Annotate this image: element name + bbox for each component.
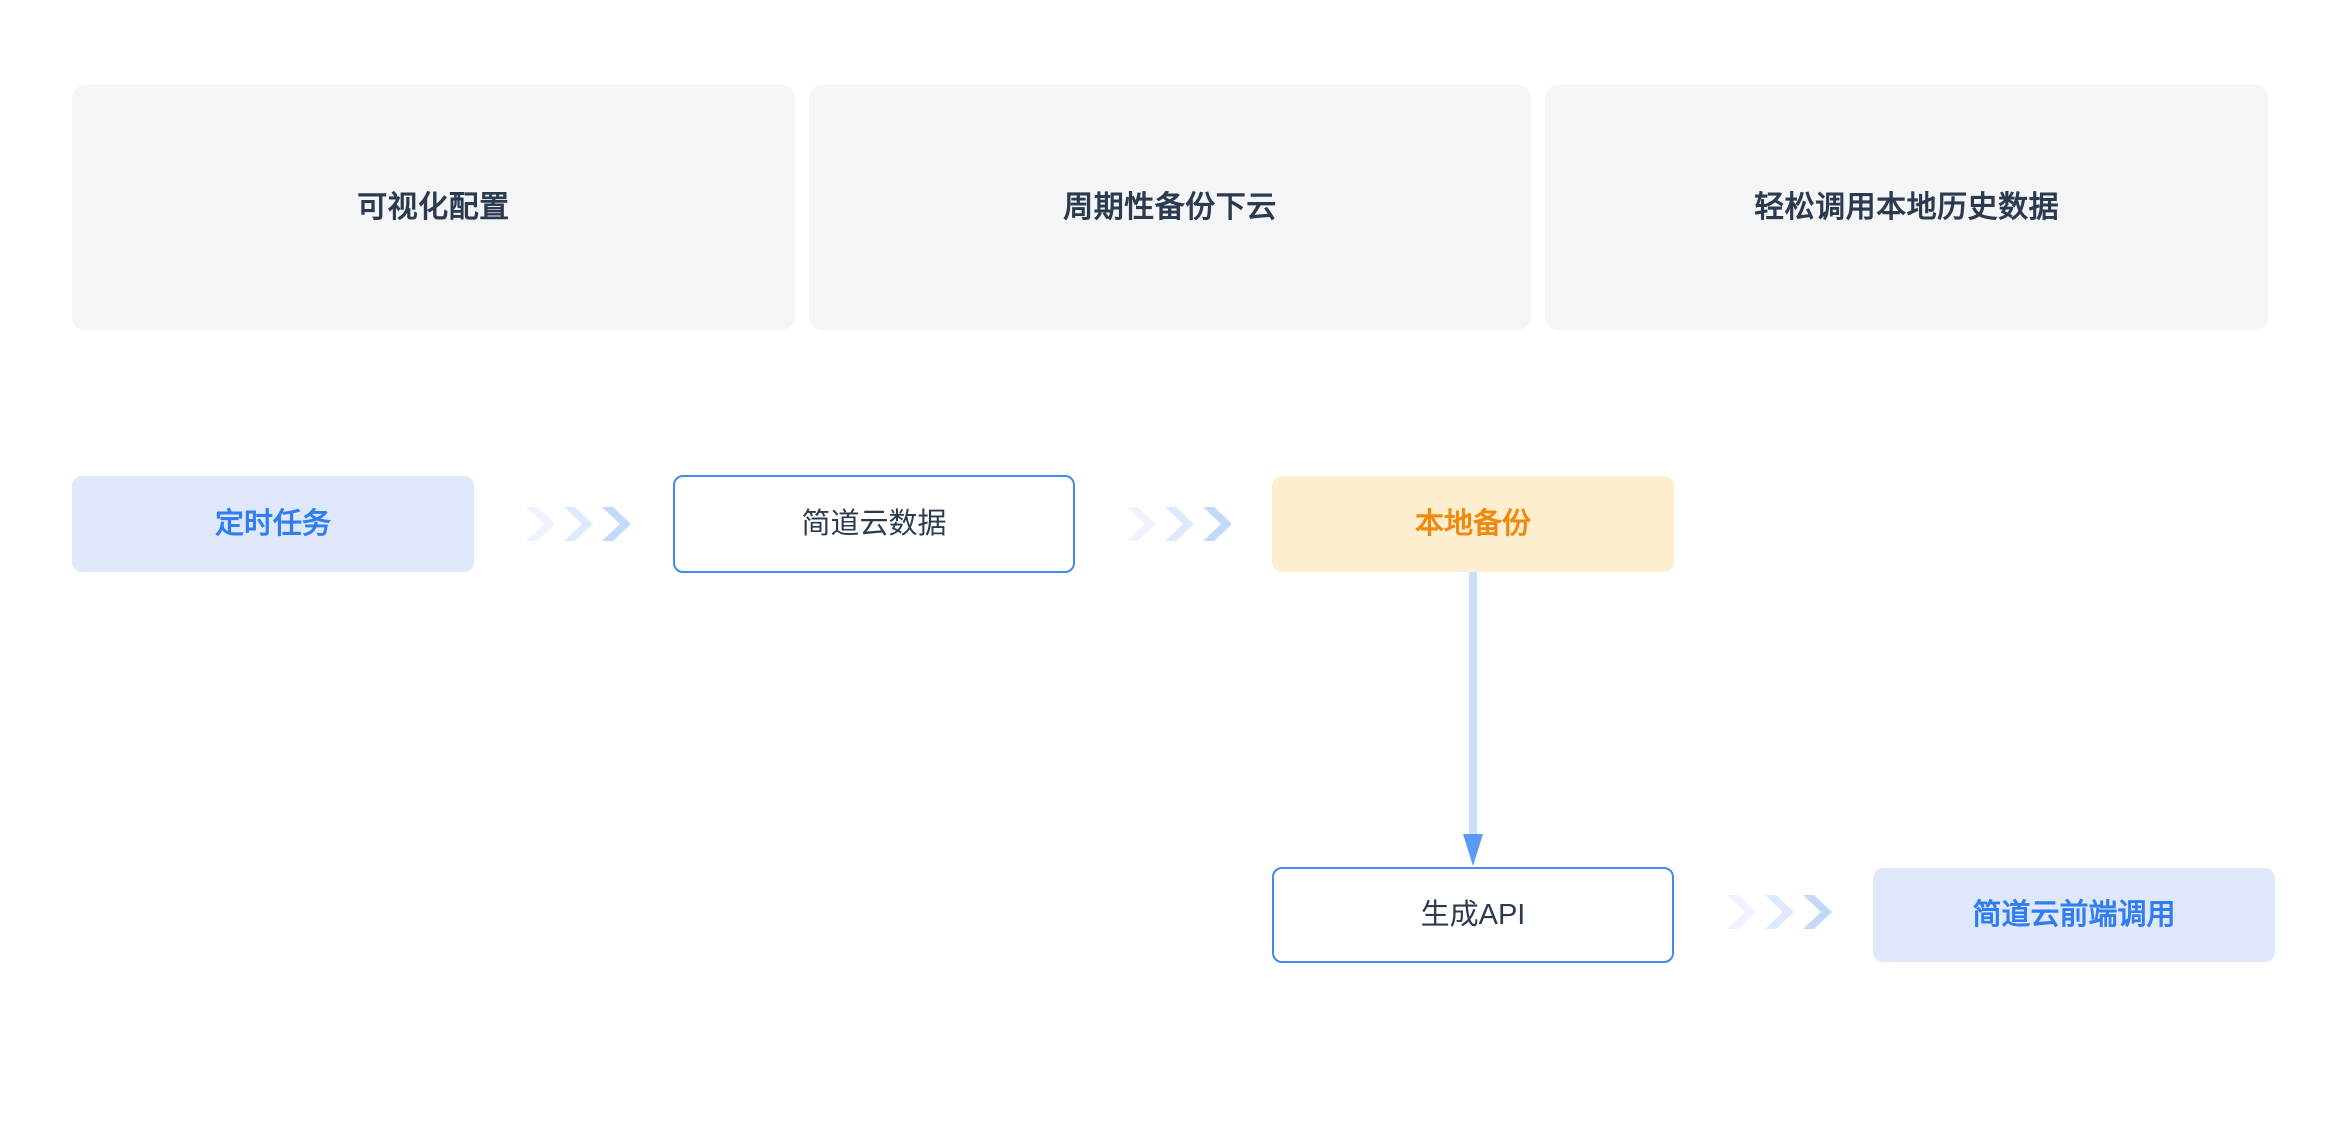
chevron-right-icon — [1125, 505, 1157, 543]
feature-card-label: 周期性备份下云 — [1063, 190, 1277, 224]
feature-card-easy-local-history-access[interactable]: 轻松调用本地历史数据 — [1545, 85, 2269, 330]
chevron-right-icon — [524, 505, 556, 543]
flow-node-label: 本地备份 — [1414, 507, 1531, 540]
connector-generate-api-to-jdy-frontend — [1725, 893, 1833, 931]
chevron-right-icon — [600, 505, 632, 543]
chevron-right-icon — [1163, 505, 1195, 543]
flow-node-jdy-data[interactable]: 简道云数据 — [673, 475, 1075, 573]
flow-node-label: 简道云数据 — [801, 507, 947, 540]
flow-node-label: 定时任务 — [214, 507, 331, 540]
flow-node-label: 生成API — [1420, 898, 1526, 931]
feature-card-label: 轻松调用本地历史数据 — [1754, 190, 2060, 224]
feature-card-label: 可视化配置 — [357, 190, 510, 224]
chevron-right-icon — [1201, 505, 1233, 543]
connector-jdy-data-to-local-backup — [1125, 505, 1233, 543]
feature-card-row: 可视化配置 周期性备份下云 轻松调用本地历史数据 — [72, 85, 2269, 330]
feature-card-visual-configuration[interactable]: 可视化配置 — [72, 85, 795, 330]
flow-node-generate-api[interactable]: 生成API — [1272, 867, 1674, 963]
flow-node-jdy-frontend[interactable]: 简道云前端调用 — [1873, 868, 2275, 962]
connector-scheduled-task-to-jdy-data — [524, 505, 632, 543]
chevron-right-icon — [1763, 893, 1795, 931]
connector-local-backup-to-generate-api — [1462, 572, 1484, 868]
flow-node-local-backup[interactable]: 本地备份 — [1272, 476, 1674, 572]
chevron-right-icon — [1801, 893, 1833, 931]
chevron-right-icon — [562, 505, 594, 543]
flow-node-label: 简道云前端调用 — [1972, 898, 2176, 931]
feature-card-periodic-backup-offcloud[interactable]: 周期性备份下云 — [808, 85, 1532, 330]
chevron-right-icon — [1725, 893, 1757, 931]
flow-node-scheduled-task[interactable]: 定时任务 — [72, 476, 474, 572]
